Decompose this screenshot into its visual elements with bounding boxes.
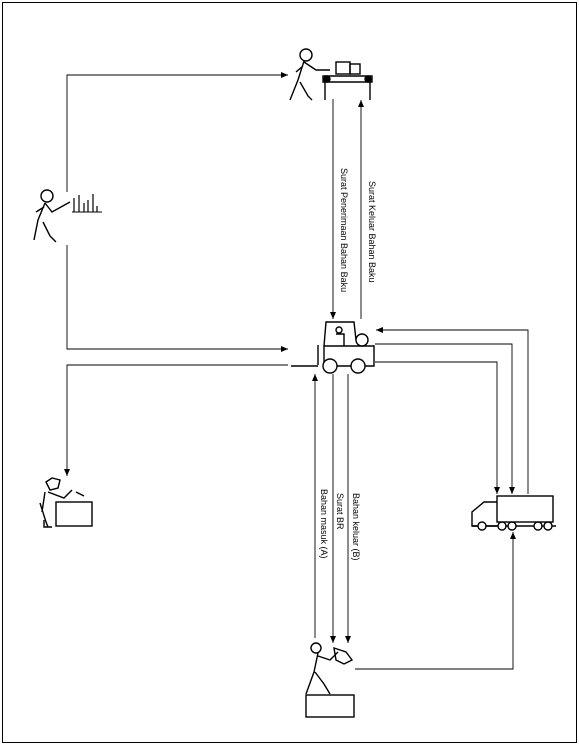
connector-lines <box>64 72 529 670</box>
arrow-forklift-to-truck-2 <box>375 343 515 494</box>
person-with-chart-icon <box>33 189 102 243</box>
label-raw-out: Bahan keluar (B) <box>351 493 361 561</box>
arrow-forklift-to-clerk <box>64 364 288 476</box>
label-issue-raw: Surat Keluar Bahan Baku <box>367 181 377 283</box>
conveyor-worker-icon <box>289 48 373 101</box>
label-flow-note: Surat BR <box>335 493 345 530</box>
label-receive-raw: Surat Penerimaan Bahan Baku <box>339 168 349 292</box>
arrow-truck-to-forklift <box>376 327 529 494</box>
label-raw-in: Bahan masuk (A) <box>319 489 329 559</box>
desk-clerk-icon <box>39 477 93 528</box>
forklift-icon <box>291 321 375 374</box>
truck-icon <box>471 495 556 531</box>
arrow-packer-to-truck <box>355 532 516 670</box>
arrow-supervisor-to-worker <box>66 72 288 192</box>
arrow-supervisor-to-forklift <box>66 245 288 352</box>
packer-on-box-icon <box>305 642 355 718</box>
arrow-forklift-to-truck-1 <box>375 361 500 494</box>
